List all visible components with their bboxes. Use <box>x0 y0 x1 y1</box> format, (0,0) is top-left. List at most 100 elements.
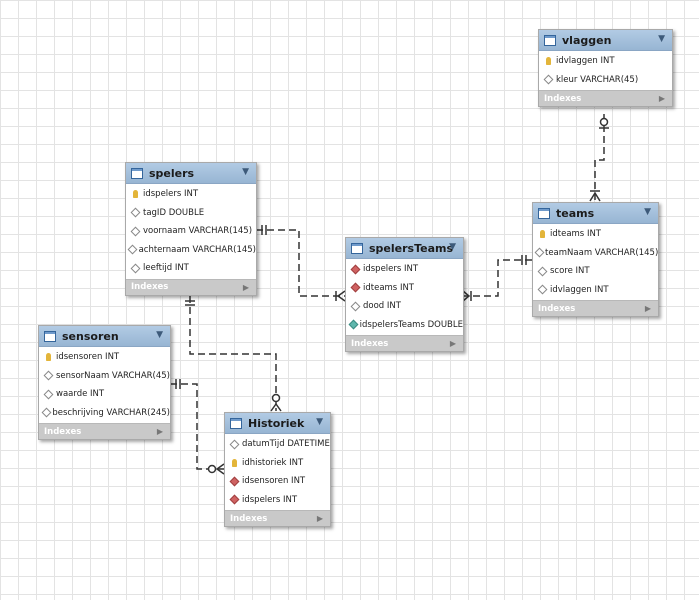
indexes-footer[interactable]: Indexes ▶ <box>225 510 330 526</box>
column-diamond-icon <box>542 74 554 86</box>
column-label: idteams INT <box>550 229 601 240</box>
expand-arrow-icon[interactable]: ▶ <box>242 282 249 292</box>
indexes-label: Indexes <box>230 513 268 524</box>
column-row[interactable]: idvlaggen INT <box>533 281 658 300</box>
column-label: teamNaam VARCHAR(145) <box>545 247 659 258</box>
rel-teams-spelersteams <box>463 259 532 297</box>
foreign-key-diamond-icon <box>228 475 240 487</box>
column-row[interactable]: idsensoren INT <box>39 348 170 367</box>
rel-historiek-zero-marker2 <box>207 464 217 474</box>
indexes-footer[interactable]: Indexes ▶ <box>539 90 672 106</box>
table-title: teams <box>556 206 595 220</box>
column-row[interactable]: kleur VARCHAR(45) <box>539 71 672 90</box>
column-list: idteams INT teamNaam VARCHAR(145) score … <box>533 224 658 300</box>
column-row[interactable]: datumTijd DATETIME <box>225 435 330 454</box>
column-diamond-icon <box>534 247 545 259</box>
column-row[interactable]: achternaam VARCHAR(145) <box>126 241 256 260</box>
indexes-label: Indexes <box>351 338 389 349</box>
column-label: leeftijd INT <box>143 263 189 274</box>
column-label: idspelers INT <box>143 189 199 200</box>
indexes-footer[interactable]: Indexes ▶ <box>346 335 463 351</box>
column-row[interactable]: idsensoren INT <box>225 472 330 491</box>
expand-arrow-icon[interactable]: ▶ <box>156 427 163 436</box>
column-diamond-icon <box>228 438 240 450</box>
table-vlaggen[interactable]: vlaggen ▼ idvlaggen INT kleur VARCHAR(45… <box>538 29 673 107</box>
table-header[interactable]: vlaggen ▼ <box>539 30 672 51</box>
column-label: idhistoriek INT <box>242 457 304 468</box>
column-row[interactable]: leeftijd INT <box>126 259 256 278</box>
column-diamond-icon <box>127 244 138 256</box>
table-historiek[interactable]: Historiek ▼ datumTijd DATETIME idhistori… <box>224 412 331 527</box>
column-diamond-icon <box>129 262 141 274</box>
table-header[interactable]: teams ▼ <box>533 203 658 224</box>
column-label: idsensoren INT <box>56 352 120 363</box>
column-list: idsensoren INT sensorNaam VARCHAR(45) wa… <box>39 347 170 423</box>
column-label: datumTijd DATETIME <box>242 439 330 450</box>
rel-historiek-crowfoot2 <box>215 463 225 475</box>
table-header[interactable]: Historiek ▼ <box>225 413 330 434</box>
column-label: sensorNaam VARCHAR(45) <box>56 370 170 381</box>
collapse-arrow-icon[interactable]: ▼ <box>316 417 323 427</box>
column-diamond-icon <box>42 370 54 382</box>
rel-vlaggen-zero-marker <box>599 117 609 127</box>
table-spelers[interactable]: spelers ▼ idspelers INT tagID DOUBLE voo… <box>125 162 257 296</box>
column-label: voornaam VARCHAR(145) <box>143 226 253 237</box>
column-row[interactable]: idspelers INT <box>346 260 463 279</box>
column-list: idvlaggen INT kleur VARCHAR(45) <box>539 51 672 90</box>
indexes-footer[interactable]: Indexes▶ <box>39 423 170 439</box>
notnull-diamond-icon <box>348 319 359 331</box>
rel-spelers-historiek <box>189 296 277 411</box>
column-label: kleur VARCHAR(45) <box>556 74 639 85</box>
column-label: idspelers INT <box>363 264 419 275</box>
table-header[interactable]: spelers ▼ <box>126 163 256 184</box>
column-row[interactable]: sensorNaam VARCHAR(45) <box>39 367 170 386</box>
table-icon <box>44 330 56 342</box>
column-row[interactable]: idhistoriek INT <box>225 454 330 473</box>
collapse-arrow-icon[interactable]: ▼ <box>156 330 163 340</box>
column-row[interactable]: idspelers INT <box>225 491 330 510</box>
column-row[interactable]: tagID DOUBLE <box>126 204 256 223</box>
expand-arrow-icon[interactable]: ▶ <box>316 514 323 523</box>
column-row[interactable]: idteams INT <box>346 279 463 298</box>
expand-arrow-icon[interactable]: ▶ <box>658 94 665 103</box>
column-row[interactable]: waarde INT <box>39 385 170 404</box>
column-row[interactable]: idvlaggen INT <box>539 52 672 71</box>
rel-historiek-zero-marker <box>271 393 281 403</box>
column-label: idspelers INT <box>242 494 298 505</box>
collapse-arrow-icon[interactable]: ▼ <box>658 34 665 44</box>
indexes-label: Indexes <box>544 93 582 104</box>
column-label: tagID DOUBLE <box>143 207 205 218</box>
table-icon <box>538 207 550 219</box>
rel-vlaggen-teams <box>594 114 605 201</box>
primary-key-icon <box>129 188 141 200</box>
table-sensoren[interactable]: sensoren ▼ idsensoren INT sensorNaam VAR… <box>38 325 171 440</box>
column-row[interactable]: dood INT <box>346 297 463 316</box>
table-spelersteams[interactable]: spelersTeams ▼ idspelers INT idteams INT… <box>345 237 464 352</box>
indexes-footer[interactable]: Indexes▶ <box>533 300 658 316</box>
column-row[interactable]: teamNaam VARCHAR(145) <box>533 244 658 263</box>
table-header[interactable]: spelersTeams ▼ <box>346 238 463 259</box>
column-row[interactable]: beschrijving VARCHAR(245) <box>39 404 170 423</box>
column-label: idspelersTeams DOUBLE <box>359 319 463 330</box>
indexes-footer[interactable]: Indexes▶ <box>126 278 256 295</box>
table-teams[interactable]: teams ▼ idteams INT teamNaam VARCHAR(145… <box>532 202 659 317</box>
column-row[interactable]: idteams INT <box>533 225 658 244</box>
column-row[interactable]: voornaam VARCHAR(145) <box>126 222 256 241</box>
collapse-arrow-icon[interactable]: ▼ <box>242 167 249 177</box>
collapse-arrow-icon[interactable]: ▼ <box>644 207 651 217</box>
column-label: waarde INT <box>56 389 105 400</box>
column-row[interactable]: idspelers INT <box>126 185 256 204</box>
table-title: spelersTeams <box>369 241 454 255</box>
column-diamond-icon <box>536 265 548 277</box>
column-diamond-icon <box>349 300 361 312</box>
column-row[interactable]: idspelersTeams DOUBLE <box>346 316 463 335</box>
expand-arrow-icon[interactable]: ▶ <box>644 304 651 313</box>
column-label: idvlaggen INT <box>556 56 615 67</box>
expand-arrow-icon[interactable]: ▶ <box>449 339 456 348</box>
column-row[interactable]: score INT <box>533 262 658 281</box>
collapse-arrow-icon[interactable]: ▼ <box>449 242 456 252</box>
column-diamond-icon <box>536 284 548 296</box>
table-icon <box>230 417 242 429</box>
table-header[interactable]: sensoren ▼ <box>39 326 170 347</box>
